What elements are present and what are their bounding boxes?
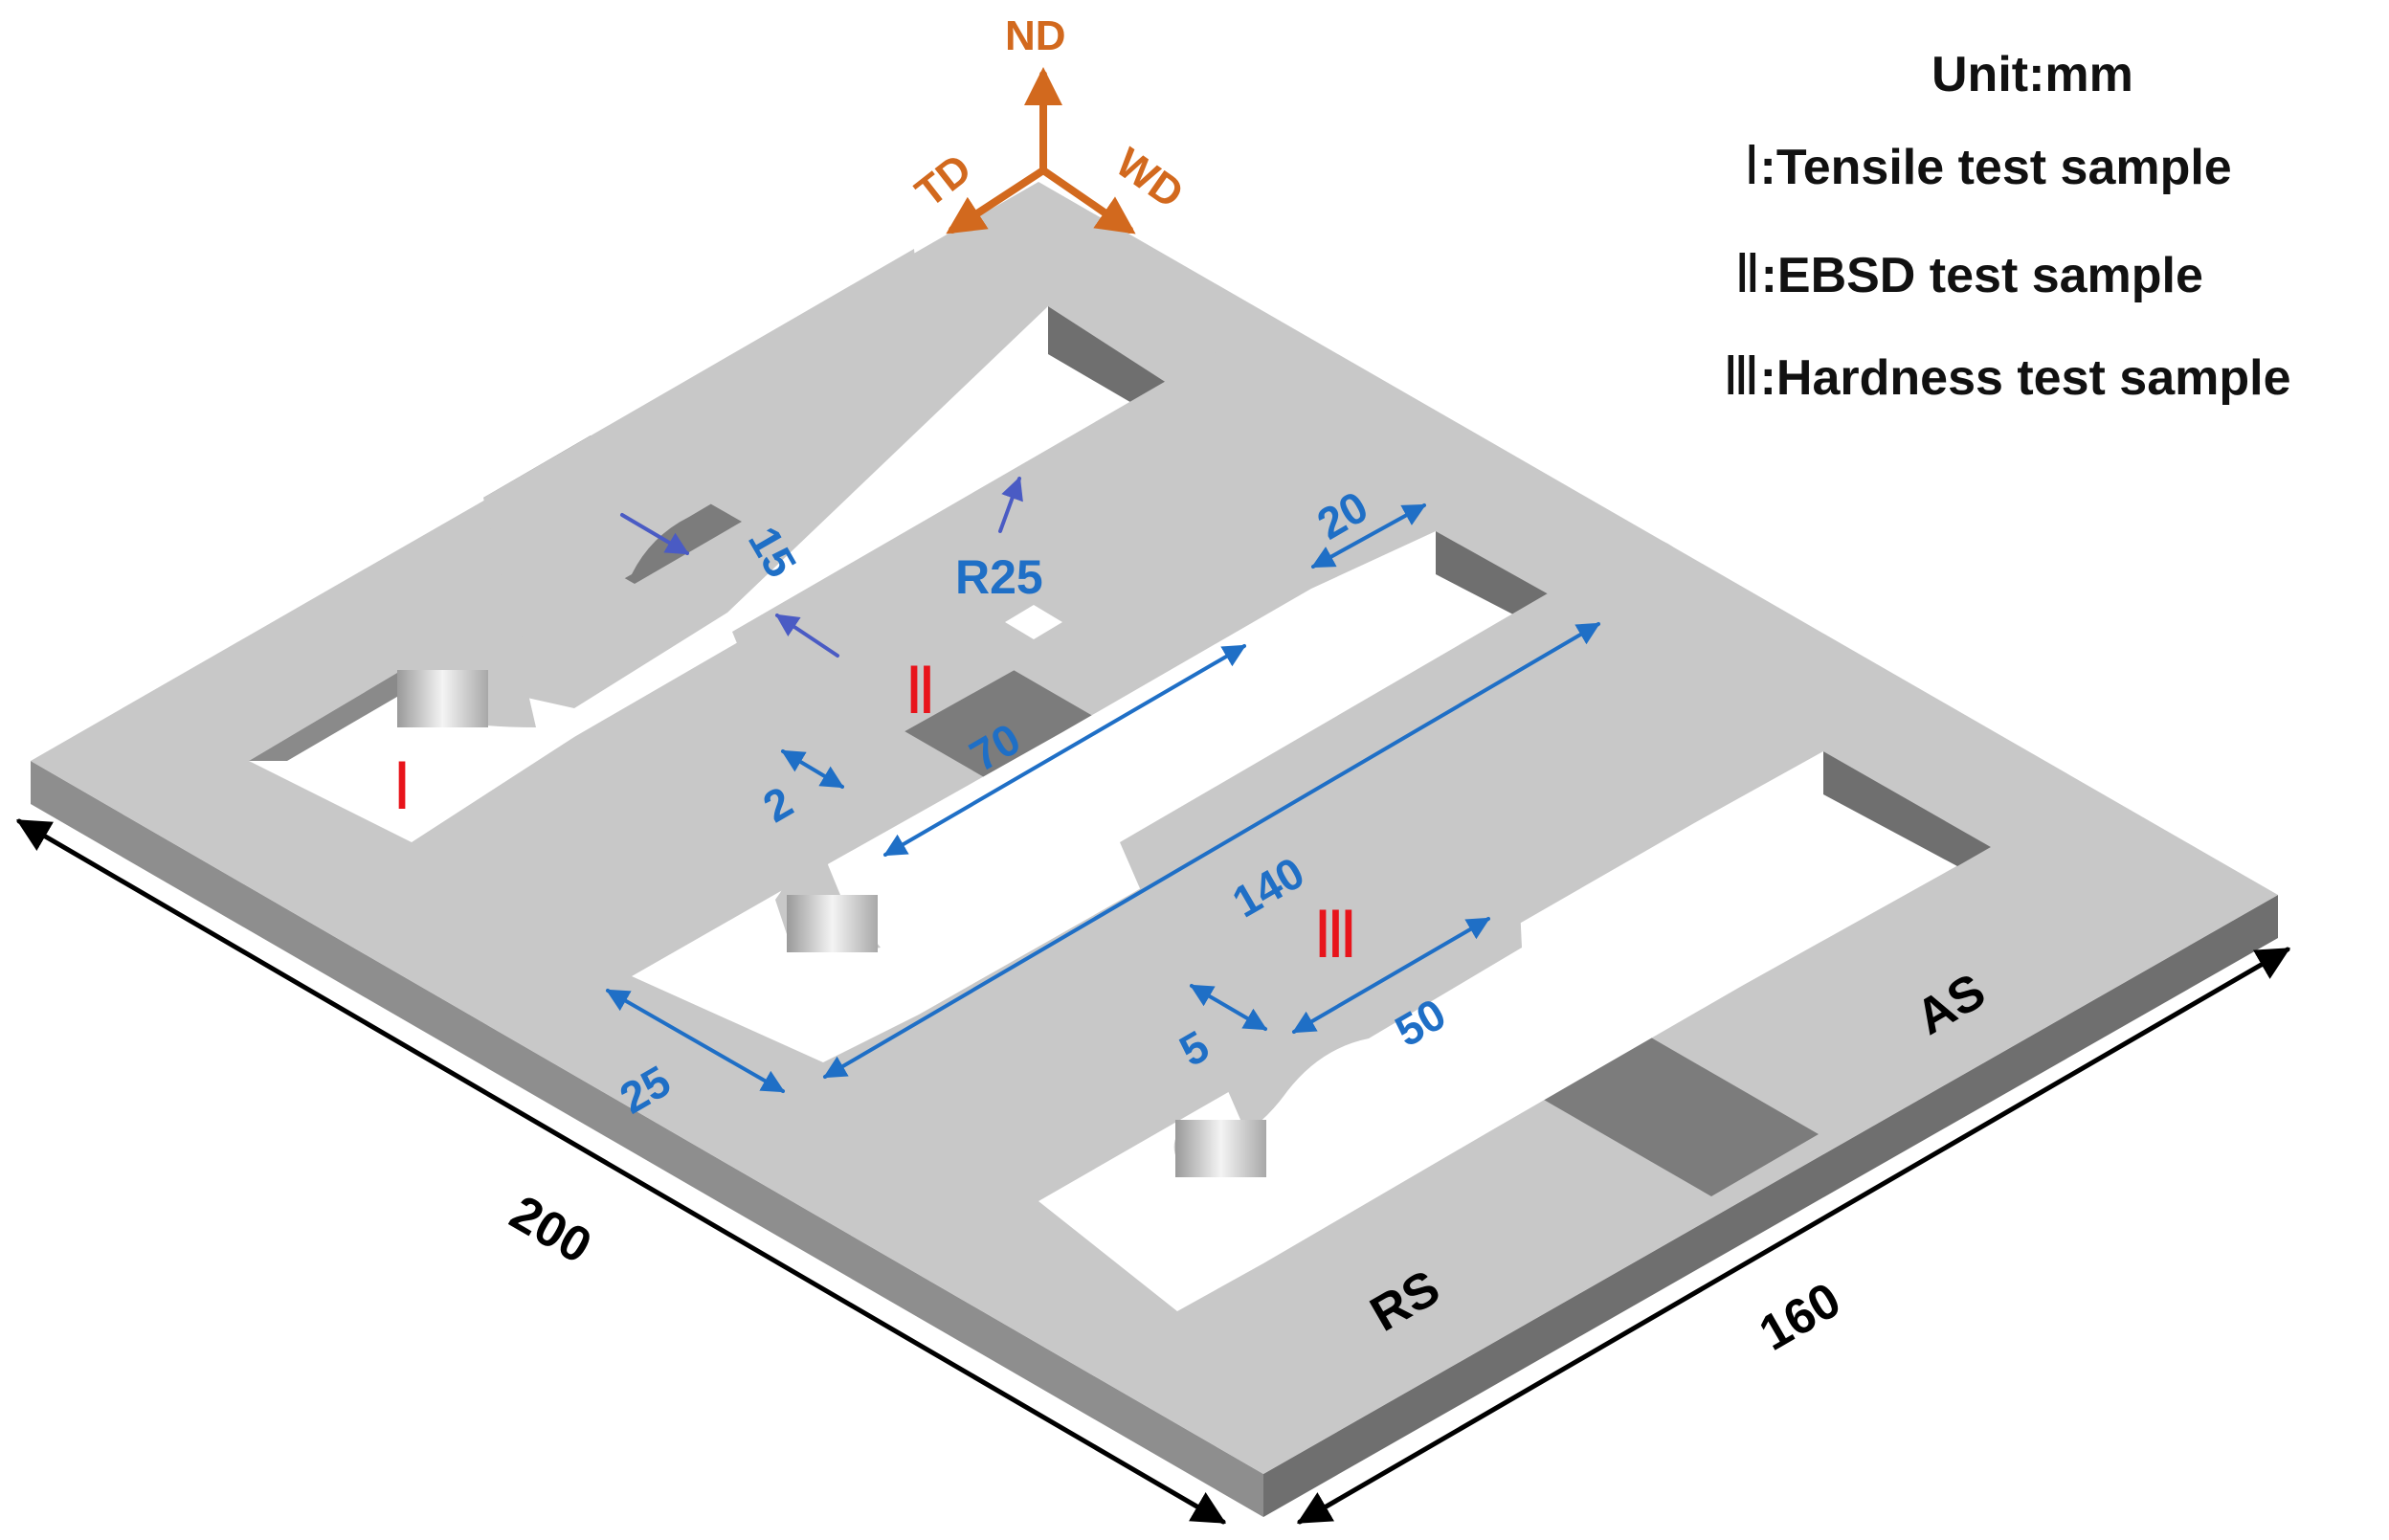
dim-50-line (1291, 917, 1491, 1034)
dim-160-line (1296, 947, 2291, 1525)
cutout-3-wall (1823, 751, 1991, 866)
legend-item-1-text: :Tensile test sample (1760, 140, 2232, 195)
coordinate-axes (946, 67, 1136, 234)
td-axis-arrow (946, 167, 1047, 234)
legend-item-3: Ⅲ:Hardness test sample (1723, 347, 2291, 407)
legend-item-2-text: :EBSD test sample (1761, 248, 2203, 303)
dim-5-line (1189, 984, 1268, 1031)
sample-1-surface (398, 249, 957, 727)
legend-item-1: Ⅰ:Tensile test sample (1744, 137, 2232, 196)
dim-140-line (822, 622, 1601, 1079)
legend: Unit:mm Ⅰ:Tensile test sample Ⅱ:EBSD tes… (1723, 47, 2291, 407)
wd-axis-arrow (1039, 167, 1136, 234)
dim-200-label: 200 (501, 1185, 600, 1275)
dim-r25-label: R25 (955, 550, 1043, 604)
dim-25-line (605, 989, 786, 1093)
sample-1-end-cylinder (397, 670, 488, 727)
dim-15-arrow-a (620, 513, 690, 555)
dim-r25-arrow (998, 476, 1023, 533)
sample-2-end-cylinder (787, 895, 878, 952)
legend-item-1-numeral: Ⅰ (1744, 137, 1760, 196)
sample-3-end-cylinder (1175, 1120, 1266, 1177)
dim-20-line (1310, 503, 1427, 569)
legend-item-3-numeral: Ⅲ (1723, 347, 1760, 407)
legend-item-2-numeral: Ⅱ (1734, 245, 1761, 304)
cutout-1-wall-left (249, 670, 402, 761)
sample-1-body (397, 249, 957, 727)
sample-3-label: Ⅲ (1313, 899, 1358, 971)
legend-item-2: Ⅱ:EBSD test sample (1734, 245, 2203, 304)
sample-1-label: Ⅰ (392, 750, 412, 823)
legend-unit: Unit:mm (1931, 47, 2133, 102)
dimension-lines (15, 476, 2291, 1525)
wd-label: WD (1107, 139, 1192, 217)
legend-item-3-text: :Hardness test sample (1760, 350, 2291, 406)
dim-200-line (15, 818, 1227, 1525)
sample-2-label: Ⅱ (904, 655, 936, 727)
dim-160-label: 160 (1751, 1272, 1850, 1362)
td-label: TD (907, 145, 980, 217)
nd-label: ND (1005, 12, 1066, 59)
